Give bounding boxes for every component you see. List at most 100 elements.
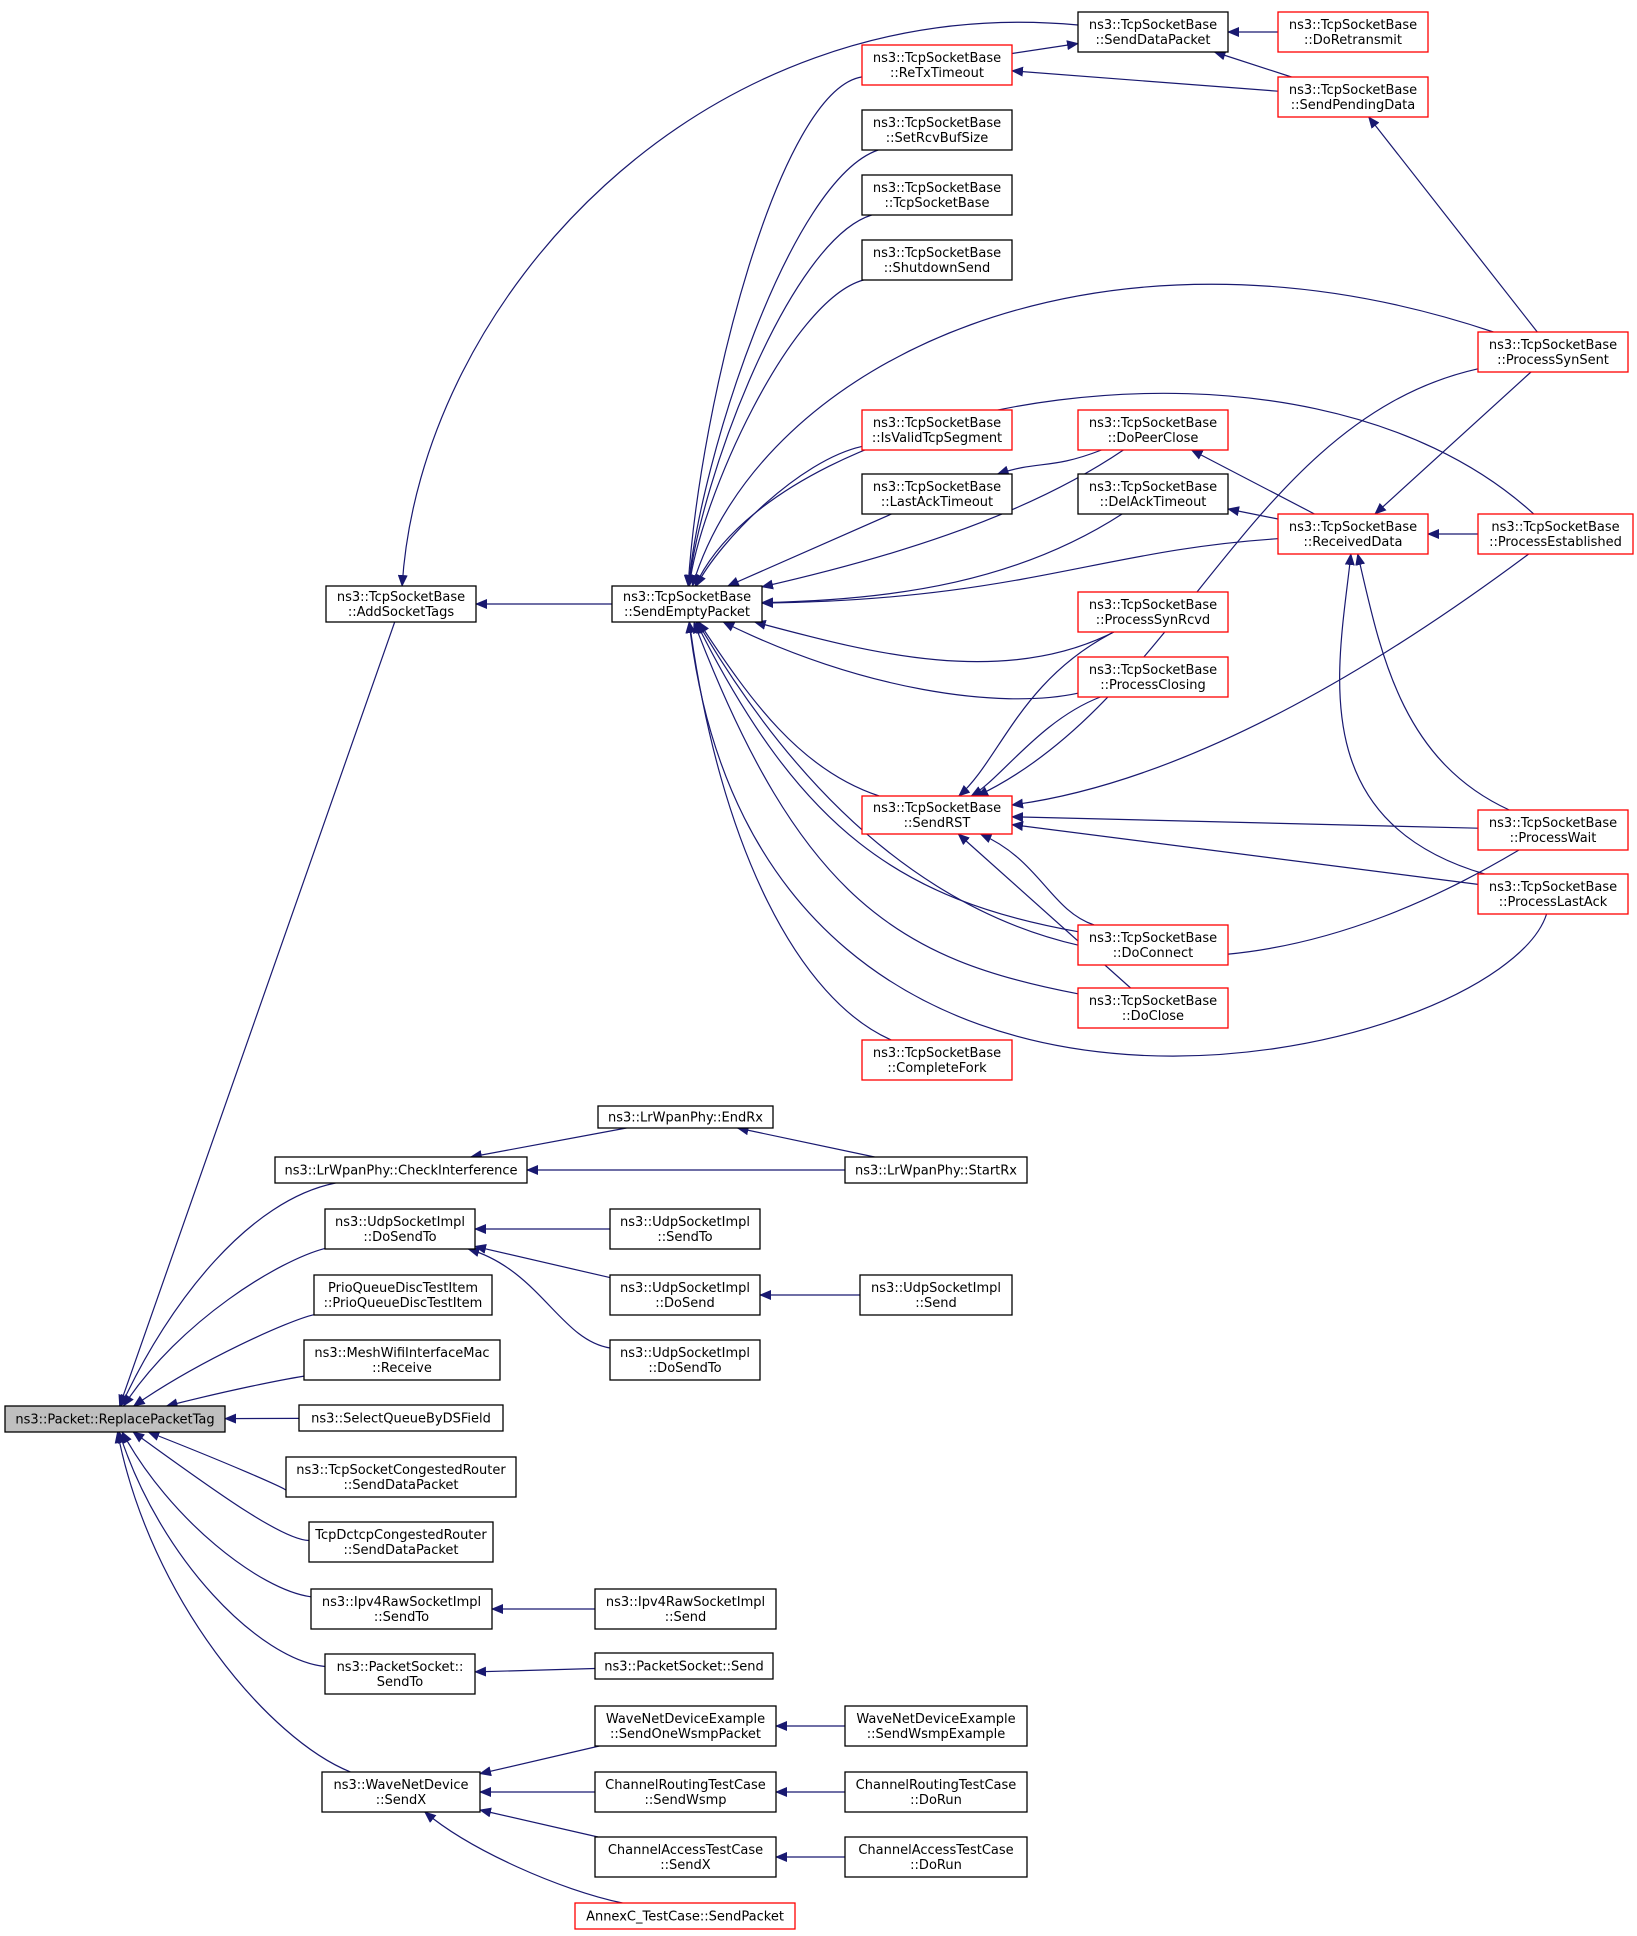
graph-node-procLastAck[interactable]: ns3::TcpSocketBase::ProcessLastAck (1477, 873, 1629, 915)
graph-node-endRx[interactable]: ns3::LrWpanPhy::EndRx (597, 1105, 774, 1129)
graph-node-doConnect[interactable]: ns3::TcpSocketBase::DoConnect (1077, 924, 1229, 966)
graph-node-waveOne[interactable]: WaveNetDeviceExample::SendOneWsmpPacket (594, 1705, 777, 1747)
node-label: ns3::WaveNetDevice (333, 1778, 468, 1793)
node-label: ns3::TcpSocketBase (1289, 83, 1417, 98)
graph-node-prio[interactable]: PrioQueueDiscTestItem::PrioQueueDiscTest… (313, 1274, 493, 1316)
node-label: ::SendDataPacket (1095, 33, 1210, 48)
call-edge (165, 1375, 305, 1409)
call-edge (474, 1666, 596, 1677)
node-box (1277, 76, 1429, 118)
graph-node-chAccRun[interactable]: ChannelAccessTestCase::DoRun (844, 1836, 1028, 1878)
node-label: ::DoPeerClose (1108, 431, 1199, 446)
node-box (844, 1771, 1028, 1813)
graph-node-ipv4Send[interactable]: ns3::Ipv4RawSocketImpl::Send (594, 1588, 777, 1630)
graph-node-sendData[interactable]: ns3::TcpSocketBase::SendDataPacket (1077, 11, 1229, 53)
node-box (1277, 11, 1429, 53)
graph-node-setRcvBuf[interactable]: ns3::TcpSocketBase::SetRcvBufSize (861, 109, 1013, 151)
call-edge (121, 1431, 312, 1598)
node-label: ns3::TcpSocketBase (873, 116, 1001, 131)
node-label: ns3::LrWpanPhy::EndRx (608, 1111, 763, 1126)
call-edge (1355, 553, 1510, 811)
call-edge (114, 1431, 351, 1773)
graph-node-sendRst[interactable]: ns3::TcpSocketBase::SendRST (861, 795, 1013, 835)
graph-node-shutdownSend[interactable]: ns3::TcpSocketBase::ShutdownSend (861, 239, 1013, 281)
nodes-layer: ns3::Packet::ReplacePacketTagns3::TcpSoc… (4, 11, 1634, 1930)
graph-node-dctcp[interactable]: TcpDctcpCongestedRouter::SendDataPacket (308, 1521, 494, 1563)
graph-node-lastAckTimeout[interactable]: ns3::TcpSocketBase::LastAckTimeout (861, 473, 1013, 515)
graph-node-replace[interactable]: ns3::Packet::ReplacePacketTag (4, 1405, 226, 1433)
call-edge (1011, 821, 1479, 885)
node-label: ::ReTxTimeout (890, 66, 984, 81)
node-label: ::DoSendTo (363, 1230, 436, 1245)
graph-node-ipv4SendTo[interactable]: ns3::Ipv4RawSocketImpl::SendTo (310, 1588, 493, 1630)
graph-node-udpDoSend[interactable]: ns3::UdpSocketImpl::DoSend (609, 1274, 761, 1316)
graph-node-tcpCongested[interactable]: ns3::TcpSocketCongestedRouter::SendDataP… (285, 1456, 517, 1498)
graph-node-sendEmpty[interactable]: ns3::TcpSocketBase::SendEmptyPacket (611, 585, 763, 623)
graph-node-waveSendX[interactable]: ns3::WaveNetDevice::SendX (321, 1771, 481, 1813)
call-edge (690, 283, 1494, 587)
graph-node-isValid[interactable]: ns3::TcpSocketBase::IsValidTcpSegment (861, 409, 1013, 451)
graph-node-startRx[interactable]: ns3::LrWpanPhy::StartRx (844, 1156, 1028, 1184)
call-edge (474, 1244, 611, 1279)
graph-node-udpSendTo[interactable]: ns3::UdpSocketImpl::SendTo (609, 1208, 761, 1250)
node-box (321, 1771, 481, 1813)
graph-node-sendPending[interactable]: ns3::TcpSocketBase::SendPendingData (1277, 76, 1429, 118)
graph-node-pktSendTo[interactable]: ns3::PacketSocket::SendTo (324, 1653, 476, 1695)
node-label: ::SendDataPacket (343, 1543, 458, 1558)
node-label: ns3::LrWpanPhy::CheckInterference (284, 1164, 517, 1179)
node-label: ns3::UdpSocketImpl (620, 1281, 750, 1296)
graph-node-procSynSent[interactable]: ns3::TcpSocketBase::ProcessSynSent (1477, 331, 1629, 373)
graph-node-chRoutRun[interactable]: ChannelRoutingTestCase::DoRun (844, 1771, 1028, 1813)
call-edge (761, 513, 1123, 608)
graph-node-doRetransmit[interactable]: ns3::TcpSocketBase::DoRetransmit (1277, 11, 1429, 53)
node-label: ns3::UdpSocketImpl (871, 1281, 1001, 1296)
graph-node-pktSend[interactable]: ns3::PacketSocket::Send (594, 1652, 774, 1680)
graph-node-chRoutWsmp[interactable]: ChannelRoutingTestCase::SendWsmp (594, 1771, 777, 1813)
graph-node-procEstablished[interactable]: ns3::TcpSocketBase::ProcessEstablished (1477, 513, 1634, 555)
call-edge (132, 1431, 310, 1542)
node-box (1077, 591, 1229, 633)
graph-node-mesh[interactable]: ns3::MeshWifiInterfaceMac::Receive (303, 1339, 501, 1381)
graph-node-receivedData[interactable]: ns3::TcpSocketBase::ReceivedData (1277, 513, 1429, 555)
graph-node-doPeerClose[interactable]: ns3::TcpSocketBase::DoPeerClose (1077, 409, 1229, 451)
graph-node-chAccSendX[interactable]: ChannelAccessTestCase::SendX (594, 1836, 777, 1878)
node-label: ns3::TcpSocketBase (873, 416, 1001, 431)
graph-node-addSocketTags[interactable]: ns3::TcpSocketBase::AddSocketTags (325, 585, 477, 623)
graph-node-udpSend[interactable]: ns3::UdpSocketImpl::Send (859, 1274, 1013, 1316)
node-label: ns3::TcpSocketBase (1289, 18, 1417, 33)
graph-node-procSynRcvd[interactable]: ns3::TcpSocketBase::ProcessSynRcvd (1077, 591, 1229, 633)
graph-node-checkInterf[interactable]: ns3::LrWpanPhy::CheckInterference (274, 1156, 528, 1184)
node-label: ns3::MeshWifiInterfaceMac (314, 1346, 489, 1361)
call-edge (118, 621, 396, 1407)
node-label: ChannelAccessTestCase (608, 1843, 763, 1858)
node-box (861, 174, 1013, 216)
graph-node-procWait[interactable]: ns3::TcpSocketBase::ProcessWait (1477, 809, 1629, 851)
graph-node-completeFork[interactable]: ns3::TcpSocketBase::CompleteFork (861, 1039, 1013, 1081)
node-label: ::DelAckTimeout (1100, 495, 1207, 510)
graph-node-selectQueue[interactable]: ns3::SelectQueueByDSField (298, 1404, 504, 1432)
node-label: ns3::TcpSocketBase (1089, 931, 1217, 946)
graph-node-annexC[interactable]: AnnexC_TestCase::SendPacket (574, 1902, 796, 1930)
graph-node-ctor[interactable]: ns3::TcpSocketBase::TcpSocketBase (861, 174, 1013, 216)
graph-node-waveEx[interactable]: WaveNetDeviceExample::SendWsmpExample (844, 1705, 1028, 1747)
call-edge (1213, 50, 1292, 78)
node-label: ns3::TcpSocketBase (1289, 520, 1417, 535)
node-box (844, 1156, 1028, 1184)
node-label: ns3::TcpSocketBase (1491, 520, 1619, 535)
call-edge (970, 696, 1101, 797)
call-edge (976, 368, 1479, 797)
node-box (1477, 873, 1629, 915)
node-box (861, 1039, 1013, 1081)
node-label: ::ShutdownSend (884, 261, 990, 276)
graph-node-udpDoSendTo[interactable]: ns3::UdpSocketImpl::DoSendTo (324, 1208, 476, 1250)
graph-node-reTx[interactable]: ns3::TcpSocketBase::ReTxTimeout (861, 44, 1013, 86)
node-label: ns3::TcpSocketBase (1089, 994, 1217, 1009)
node-label: ::SetRcvBufSize (886, 131, 988, 146)
node-label: ::ReceivedData (1304, 535, 1403, 550)
graph-node-procClosing[interactable]: ns3::TcpSocketBase::ProcessClosing (1077, 656, 1229, 698)
graph-node-doClose[interactable]: ns3::TcpSocketBase::DoClose (1077, 987, 1229, 1029)
graph-node-delAck[interactable]: ns3::TcpSocketBase::DelAckTimeout (1077, 473, 1229, 515)
node-label: ns3::Packet::ReplacePacketTag (15, 1413, 214, 1428)
graph-node-udpDoSendTo2[interactable]: ns3::UdpSocketImpl::DoSendTo (609, 1339, 761, 1381)
node-label: ns3::TcpSocketCongestedRouter (296, 1463, 506, 1478)
